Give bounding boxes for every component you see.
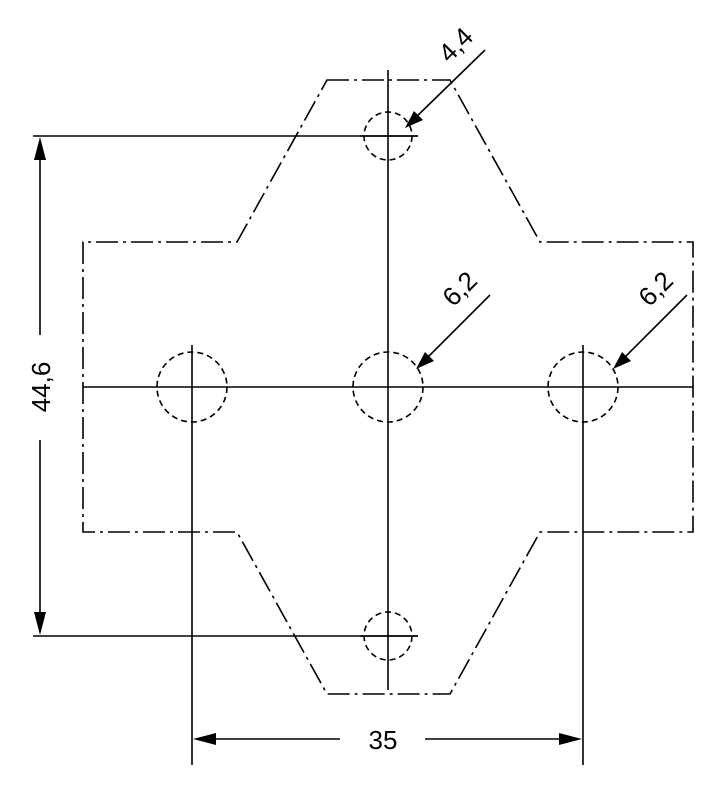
center-hole <box>352 351 424 423</box>
horizontal-dimension-arrow-right <box>559 733 582 745</box>
right-hole-diameter-label: 6,2 <box>632 265 679 312</box>
left-hole <box>156 351 228 423</box>
top-hole-diameter-label: 4,4 <box>432 21 479 68</box>
vertical-dimension-label: 44,6 <box>26 362 56 413</box>
horizontal-dimension-arrow-left <box>193 733 216 745</box>
right-hole <box>547 351 619 423</box>
right-hole-leader-line <box>619 294 688 363</box>
center-hole-leader-line <box>422 294 491 363</box>
right-hole-leader-arrow <box>613 352 631 369</box>
center-hole-leader-arrow <box>416 352 434 369</box>
top-hole-leader-arrow <box>405 111 423 128</box>
plate-outline <box>82 79 694 695</box>
top-hole-leader-line <box>411 49 486 122</box>
vertical-dimension-arrow-bottom <box>34 612 46 635</box>
horizontal-dimension-label: 35 <box>369 725 398 755</box>
vertical-dimension-arrow-top <box>34 137 46 160</box>
center-hole-diameter-label: 6,2 <box>436 265 483 312</box>
